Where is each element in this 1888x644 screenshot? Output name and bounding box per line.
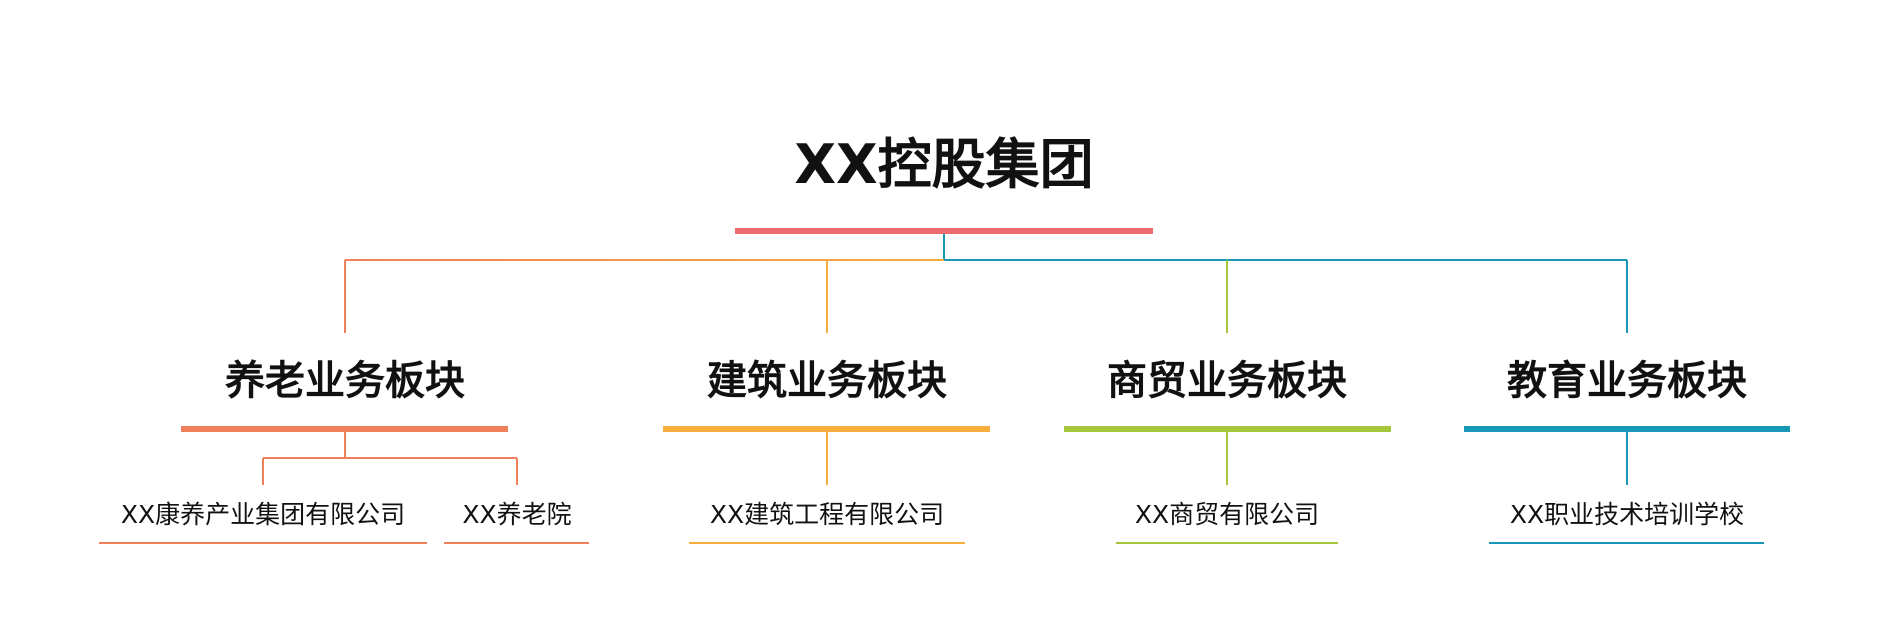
division-pension: 养老业务板块 XX康养产业集团有限公司 XX养老院	[99, 260, 589, 544]
company-name: XX建筑工程有限公司	[710, 500, 944, 529]
division-education: 教育业务板块 XX职业技术培训学校	[1464, 260, 1790, 544]
division-title: 养老业务板块	[225, 358, 465, 404]
company-name: XX养老院	[462, 500, 571, 529]
company-name: XX康养产业集团有限公司	[121, 500, 405, 529]
division-trade: 商贸业务板块 XX商贸有限公司	[1064, 260, 1391, 544]
division-title: 商贸业务板块	[1107, 358, 1347, 404]
company-name: XX职业技术培训学校	[1510, 500, 1744, 529]
division-title: 教育业务板块	[1507, 358, 1747, 404]
root-title: XX控股集团	[794, 133, 1093, 196]
division-construction: 建筑业务板块 XX建筑工程有限公司	[663, 260, 990, 544]
division-title: 建筑业务板块	[707, 358, 947, 404]
company-name: XX商贸有限公司	[1135, 500, 1319, 529]
